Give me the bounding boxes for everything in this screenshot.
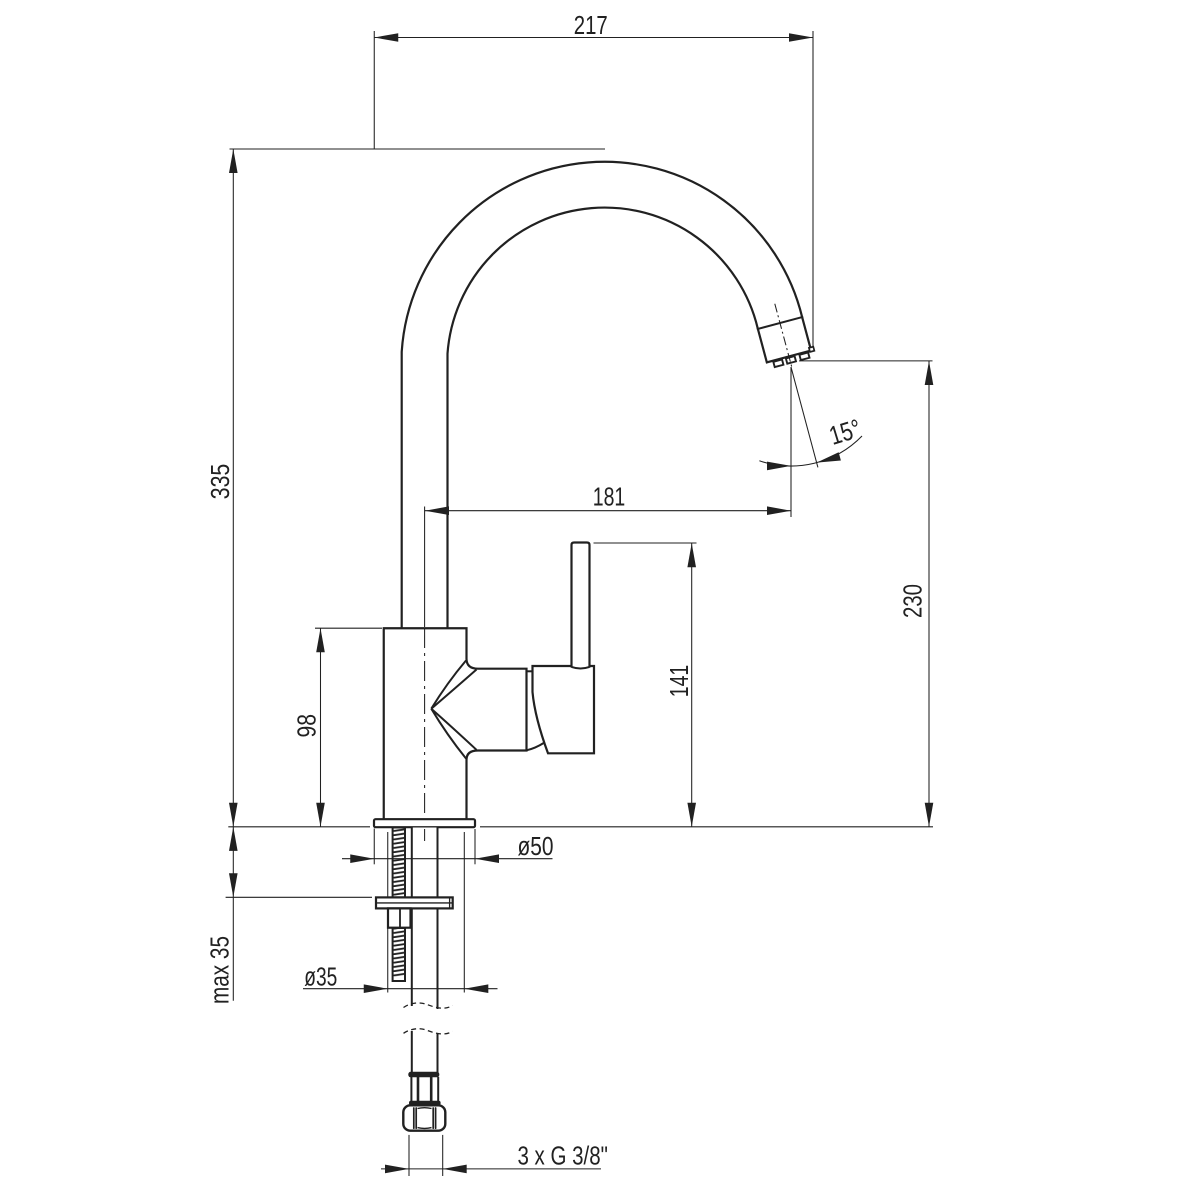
svg-text:141: 141 [664,665,694,698]
svg-text:3 x G 3/8": 3 x G 3/8" [517,1140,608,1170]
svg-text:181: 181 [593,481,626,511]
svg-text:230: 230 [898,584,928,618]
svg-text:335: 335 [205,464,235,500]
svg-text:98: 98 [291,714,321,738]
svg-text:ø50: ø50 [518,831,554,861]
svg-text:max 35: max 35 [205,936,235,1004]
svg-text:ø35: ø35 [304,961,337,991]
svg-text:217: 217 [574,10,608,40]
